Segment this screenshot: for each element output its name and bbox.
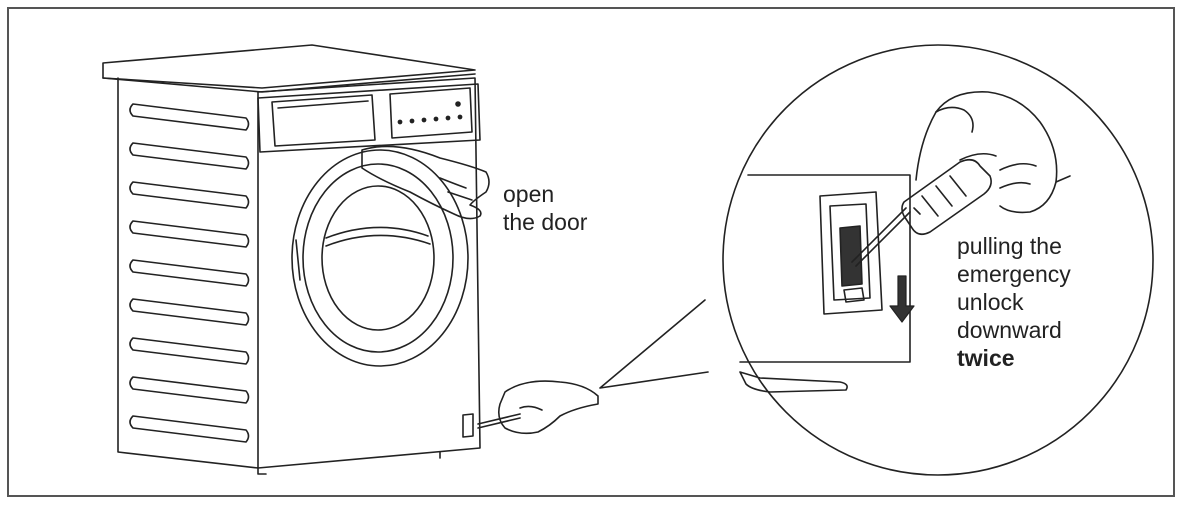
callout-pointer — [599, 299, 709, 389]
hand-illustration-zoom — [915, 91, 1071, 214]
screwdriver-icon — [851, 158, 992, 267]
magnifier-circle — [722, 44, 1154, 476]
hand-illustration — [361, 145, 490, 220]
side-vents — [129, 103, 250, 443]
unlock-line-2: emergency — [957, 261, 1071, 287]
down-arrow-icon — [889, 275, 915, 323]
unlock-line-3: unlock — [957, 289, 1024, 315]
open-door-line-2: the door — [503, 209, 588, 235]
diagram-frame — [7, 7, 1175, 497]
unlock-line-4: downward — [957, 317, 1062, 343]
hand-with-screwdriver-small — [477, 380, 599, 435]
washing-machine-illustration — [102, 44, 481, 475]
open-door-line-1: open — [503, 181, 555, 207]
unlock-emphasis: twice — [957, 345, 1015, 371]
unlock-line-1: pulling the — [957, 233, 1062, 259]
open-door-label: open the door — [503, 180, 587, 236]
emergency-unlock-label: pulling the emergency unlock downward tw… — [957, 232, 1071, 372]
